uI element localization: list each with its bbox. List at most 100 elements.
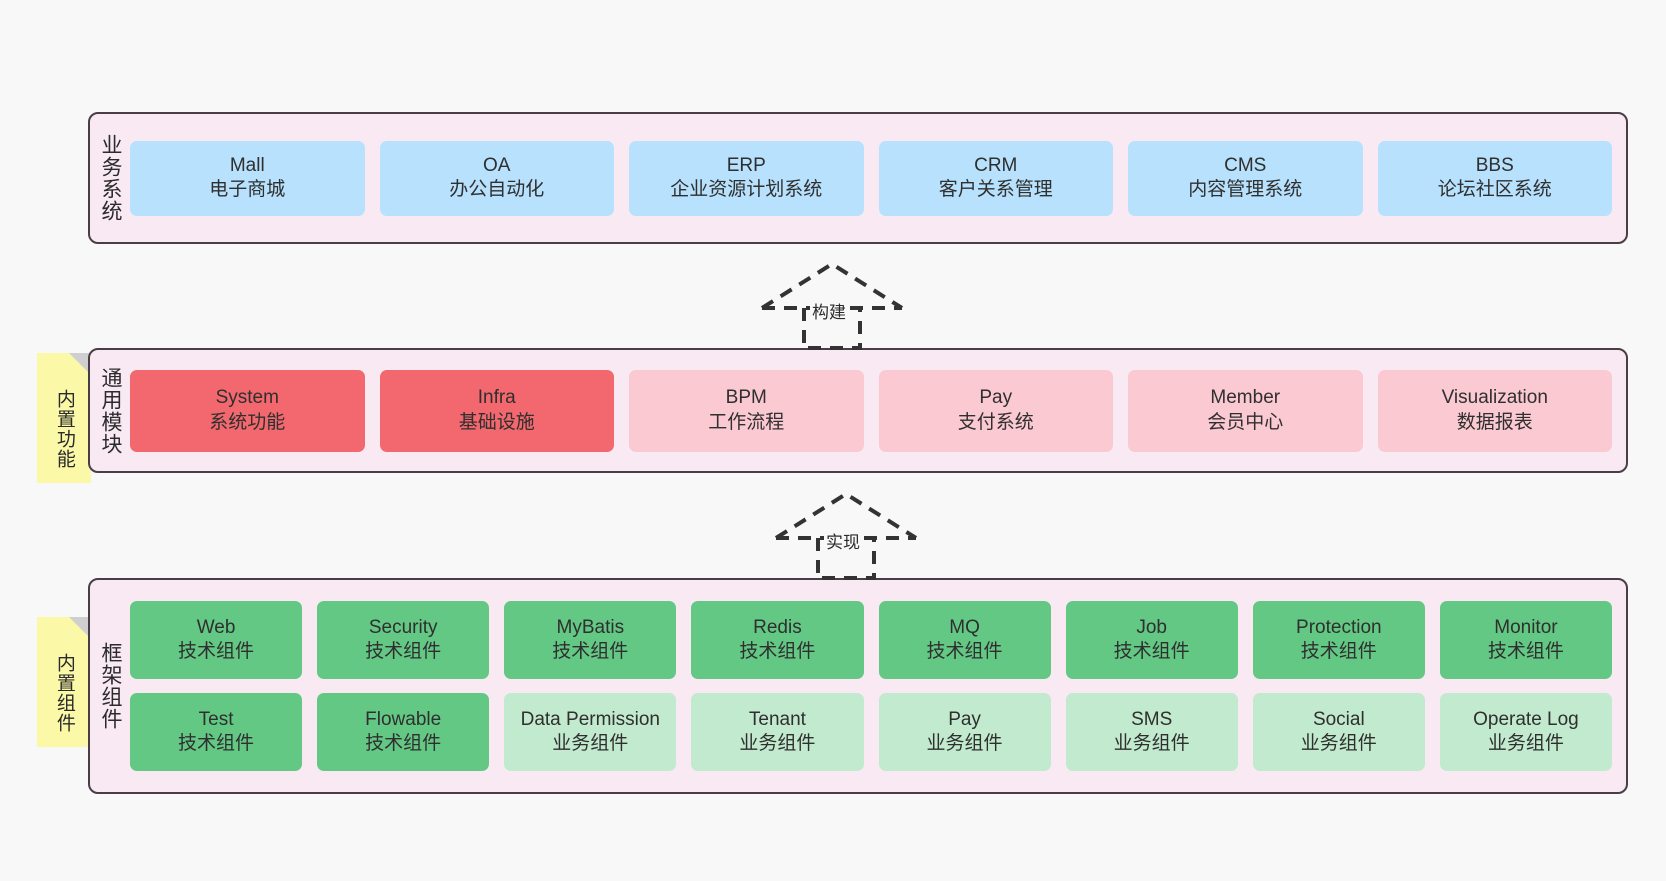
connector-build: 构建 bbox=[752, 258, 912, 350]
card-title: Monitor bbox=[1494, 616, 1558, 638]
sticky-note-label: 内置组件 bbox=[53, 653, 75, 733]
card-title: Pay bbox=[948, 708, 981, 730]
card-title: System bbox=[215, 387, 279, 409]
card-subtitle: 电子商城 bbox=[209, 179, 286, 200]
card-subtitle: 技术组件 bbox=[178, 641, 255, 662]
sticky-note-builtin-component: 内置组件 bbox=[37, 617, 91, 747]
card-subtitle: 论坛社区系统 bbox=[1437, 179, 1552, 200]
card-title: BPM bbox=[725, 387, 767, 409]
card-mq[interactable]: MQ 技术组件 bbox=[878, 601, 1051, 679]
card-subtitle: 基础设施 bbox=[458, 411, 535, 433]
card-crm[interactable]: CRM 客户关系管理 bbox=[878, 140, 1113, 216]
card-title: BBS bbox=[1475, 154, 1514, 176]
card-subtitle: 技术组件 bbox=[926, 641, 1003, 662]
card-subtitle: 内容管理系统 bbox=[1188, 179, 1303, 200]
card-subtitle: 技术组件 bbox=[365, 733, 442, 754]
card-title: Test bbox=[198, 708, 234, 730]
card-tenant[interactable]: Tenant 业务组件 bbox=[691, 693, 864, 771]
card-subtitle: 技术组件 bbox=[178, 733, 255, 754]
card-subtitle: 企业资源计划系统 bbox=[670, 179, 823, 200]
card-pay-business[interactable]: Pay 业务组件 bbox=[878, 693, 1051, 771]
layer-business-system: 业务系统 Mall 电子商城 OA 办公自动化 ERP 企业资源计划系统 CRM… bbox=[88, 112, 1628, 244]
card-subtitle: 业务组件 bbox=[1300, 733, 1377, 754]
card-sms[interactable]: SMS 业务组件 bbox=[1065, 693, 1238, 771]
card-title: SMS bbox=[1131, 708, 1173, 730]
card-subtitle: 会员中心 bbox=[1207, 411, 1284, 433]
connector-implement-label: 实现 bbox=[824, 528, 862, 553]
card-mybatis[interactable]: MyBatis 技术组件 bbox=[504, 601, 677, 679]
connector-build-label: 构建 bbox=[810, 298, 848, 323]
card-subtitle: 系统功能 bbox=[209, 411, 286, 433]
card-system[interactable]: System 系统功能 bbox=[130, 369, 365, 452]
card-subtitle: 办公自动化 bbox=[449, 179, 545, 200]
card-subtitle: 客户关系管理 bbox=[938, 179, 1053, 200]
card-title: Web bbox=[196, 616, 236, 638]
sticky-note-builtin-function: 内置功能 bbox=[37, 353, 91, 483]
connector-implement: 实现 bbox=[766, 488, 926, 580]
card-title: CRM bbox=[974, 154, 1018, 176]
card-infra[interactable]: Infra 基础设施 bbox=[379, 369, 614, 452]
card-bpm[interactable]: BPM 工作流程 bbox=[629, 369, 864, 452]
card-title: OA bbox=[483, 154, 511, 176]
card-title: Operate Log bbox=[1473, 708, 1579, 730]
card-title: Protection bbox=[1296, 616, 1382, 638]
card-subtitle: 技术组件 bbox=[1487, 641, 1564, 662]
card-subtitle: 支付系统 bbox=[957, 411, 1034, 433]
note-fold-corner-icon bbox=[69, 353, 91, 375]
layer-label-business-system: 业务系统 bbox=[98, 134, 122, 222]
card-visualization[interactable]: Visualization 数据报表 bbox=[1377, 369, 1612, 452]
card-title: CMS bbox=[1224, 154, 1267, 176]
card-operate-log[interactable]: Operate Log 业务组件 bbox=[1439, 693, 1612, 771]
card-title: Job bbox=[1136, 616, 1167, 638]
card-pay[interactable]: Pay 支付系统 bbox=[878, 369, 1113, 452]
card-oa[interactable]: OA 办公自动化 bbox=[379, 140, 614, 216]
card-title: MQ bbox=[949, 616, 980, 638]
card-subtitle: 技术组件 bbox=[1113, 641, 1190, 662]
card-subtitle: 技术组件 bbox=[552, 641, 629, 662]
card-bbs[interactable]: BBS 论坛社区系统 bbox=[1377, 140, 1612, 216]
card-title: Security bbox=[368, 616, 438, 638]
card-title: Redis bbox=[753, 616, 802, 638]
sticky-note-label: 内置功能 bbox=[53, 389, 75, 469]
card-test[interactable]: Test 技术组件 bbox=[130, 693, 303, 771]
card-redis[interactable]: Redis 技术组件 bbox=[691, 601, 864, 679]
card-row: System 系统功能 Infra 基础设施 BPM 工作流程 Pay 支付系统… bbox=[130, 369, 1612, 452]
card-erp[interactable]: ERP 企业资源计划系统 bbox=[629, 140, 864, 216]
card-title: Mall bbox=[229, 154, 265, 176]
card-row: Mall 电子商城 OA 办公自动化 ERP 企业资源计划系统 CRM 客户关系… bbox=[130, 140, 1612, 216]
card-member[interactable]: Member 会员中心 bbox=[1128, 369, 1363, 452]
layer-body-framework-component: Web 技术组件 Security 技术组件 MyBatis 技术组件 Redi… bbox=[130, 580, 1626, 792]
card-security[interactable]: Security 技术组件 bbox=[317, 601, 490, 679]
card-data-permission[interactable]: Data Permission 业务组件 bbox=[504, 693, 677, 771]
card-subtitle: 业务组件 bbox=[926, 733, 1003, 754]
card-title: Visualization bbox=[1441, 387, 1548, 409]
card-title: Tenant bbox=[748, 708, 806, 730]
card-subtitle: 业务组件 bbox=[739, 733, 816, 754]
card-subtitle: 业务组件 bbox=[552, 733, 629, 754]
card-social[interactable]: Social 业务组件 bbox=[1252, 693, 1425, 771]
card-cms[interactable]: CMS 内容管理系统 bbox=[1128, 140, 1363, 216]
card-monitor[interactable]: Monitor 技术组件 bbox=[1439, 601, 1612, 679]
layer-common-module: 通用模块 System 系统功能 Infra 基础设施 BPM 工作流程 Pay… bbox=[88, 348, 1628, 473]
layer-framework-component: 框架组件 Web 技术组件 Security 技术组件 MyBatis 技术组件… bbox=[88, 578, 1628, 794]
card-subtitle: 业务组件 bbox=[1113, 733, 1190, 754]
note-fold-corner-icon bbox=[69, 617, 91, 639]
card-protection[interactable]: Protection 技术组件 bbox=[1252, 601, 1425, 679]
layer-label-framework-component: 框架组件 bbox=[98, 642, 122, 730]
card-job[interactable]: Job 技术组件 bbox=[1065, 601, 1238, 679]
card-mall[interactable]: Mall 电子商城 bbox=[130, 140, 365, 216]
card-flowable[interactable]: Flowable 技术组件 bbox=[317, 693, 490, 771]
card-title: Flowable bbox=[365, 708, 442, 730]
card-title: Social bbox=[1312, 708, 1365, 730]
card-subtitle: 数据报表 bbox=[1456, 411, 1533, 433]
card-title: Pay bbox=[979, 387, 1013, 409]
layer-body-common-module: System 系统功能 Infra 基础设施 BPM 工作流程 Pay 支付系统… bbox=[130, 350, 1626, 471]
card-web[interactable]: Web 技术组件 bbox=[130, 601, 303, 679]
layer-body-business-system: Mall 电子商城 OA 办公自动化 ERP 企业资源计划系统 CRM 客户关系… bbox=[130, 114, 1626, 242]
card-row: Web 技术组件 Security 技术组件 MyBatis 技术组件 Redi… bbox=[130, 601, 1612, 679]
card-subtitle: 技术组件 bbox=[1300, 641, 1377, 662]
card-title: Member bbox=[1210, 387, 1281, 409]
card-subtitle: 工作流程 bbox=[708, 411, 785, 433]
card-title: Data Permission bbox=[520, 708, 660, 730]
